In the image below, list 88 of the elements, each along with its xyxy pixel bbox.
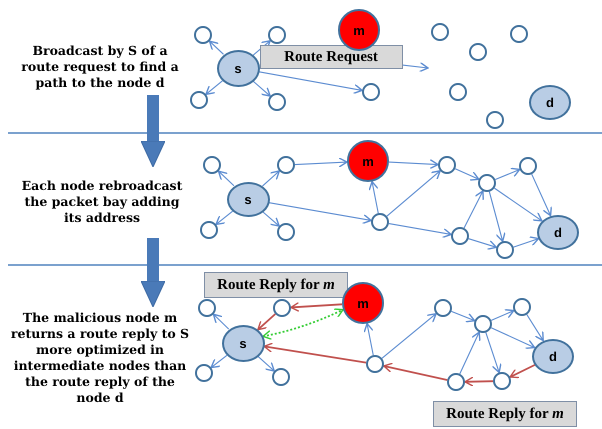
node-circle (449, 83, 467, 101)
block-arrow (140, 238, 166, 308)
arrow (210, 354, 228, 368)
message-label: Route Request (260, 45, 402, 69)
node-circle (277, 156, 295, 174)
node-ellipse: s (216, 50, 260, 86)
node-circle (366, 355, 384, 373)
node-circle (519, 157, 537, 175)
arrow (262, 308, 344, 340)
node-circle (493, 372, 511, 390)
node-circle (431, 23, 449, 41)
arrow (495, 168, 520, 180)
arrow (509, 364, 536, 378)
node-circle (513, 298, 531, 316)
arrow (252, 80, 271, 97)
node-circle (486, 111, 504, 129)
arrow (258, 71, 363, 94)
step-description: The malicious node m returns a route reply to S more optimized in intermediate nodes than the route reply of the node d (10, 308, 190, 408)
arrow (262, 170, 280, 186)
arrow (268, 202, 372, 224)
node-circle (434, 299, 452, 317)
arrow (386, 170, 441, 217)
node-circle (273, 299, 291, 317)
arrow (290, 302, 342, 312)
node-circle (474, 315, 492, 333)
node-ellipse: s (222, 324, 264, 362)
node-circle (190, 91, 208, 109)
node-circle (438, 156, 456, 174)
arrow (388, 158, 439, 170)
arrow (388, 223, 452, 238)
node-circle (277, 223, 295, 241)
arrow (494, 188, 543, 222)
arrow (383, 362, 448, 381)
node-circle (203, 156, 221, 174)
arrow (208, 40, 224, 55)
arrow (368, 180, 379, 214)
message-label: Route Reply for m (204, 272, 348, 298)
node-ellipse: s (226, 182, 270, 216)
node-circle (195, 364, 213, 382)
node-circle (510, 25, 528, 43)
arrow (257, 313, 276, 330)
arrow (258, 356, 275, 372)
arrow (490, 327, 536, 350)
arrow (531, 174, 552, 216)
arrow (513, 236, 540, 248)
arrow (488, 192, 506, 242)
node-ellipse: d (537, 214, 579, 250)
arrow (468, 238, 498, 250)
arrow (451, 310, 476, 323)
node-circle (200, 221, 218, 239)
step-description: Broadcast by S of a route request to find a path to the node d (15, 41, 185, 93)
node-circle (272, 368, 290, 386)
node-circle (478, 174, 496, 192)
node-circle (371, 213, 389, 231)
arrow (464, 190, 484, 228)
node-circle (447, 373, 465, 391)
node-circle (198, 299, 216, 317)
malicious-node-circle: m (347, 140, 389, 182)
step-description: Each node rebroadcast the packet bay adding its address (17, 168, 187, 236)
node-circle (496, 241, 514, 259)
node-ellipse: d (529, 84, 571, 120)
node-circle (451, 227, 469, 245)
arrow (215, 210, 233, 226)
arrow (363, 322, 374, 356)
arrow (262, 211, 280, 227)
malicious-node-circle: m (338, 9, 380, 51)
arrow (454, 168, 480, 181)
node-circle (194, 26, 212, 44)
node-ellipse: d (532, 338, 574, 374)
block-arrow (140, 95, 166, 168)
arrow (263, 342, 366, 364)
arrow (402, 62, 429, 72)
node-circle (268, 26, 286, 44)
node-circle (469, 43, 487, 61)
node-circle (268, 93, 286, 111)
arrow (218, 170, 234, 186)
arrow (464, 376, 494, 387)
arrow (485, 332, 502, 374)
message-label: Route Reply for m (433, 401, 577, 427)
arrow (212, 314, 230, 330)
arrow (294, 157, 348, 168)
malicious-node-circle: m (342, 282, 384, 324)
node-circle (362, 83, 380, 101)
arrow (526, 314, 544, 342)
arrow (205, 80, 223, 95)
arrow (491, 308, 514, 321)
arrow (459, 331, 481, 374)
arrow (382, 313, 437, 359)
